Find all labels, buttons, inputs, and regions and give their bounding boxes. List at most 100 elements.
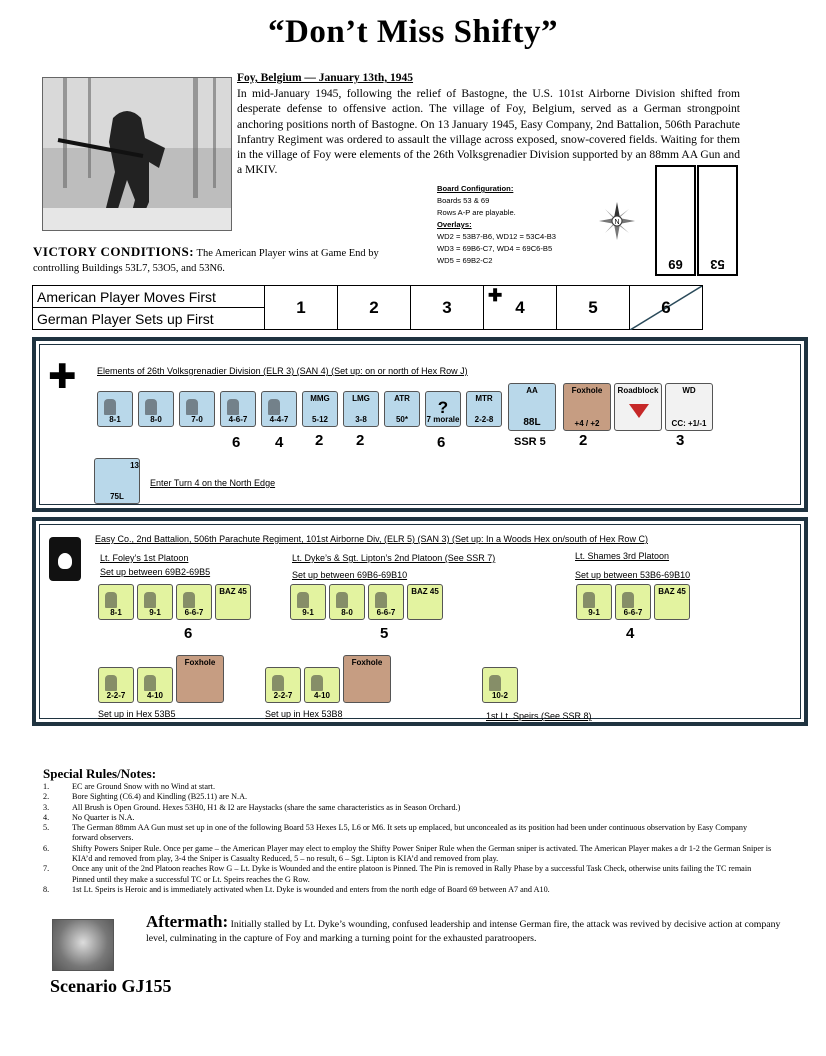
counter-leader: 8-0 [138,391,174,427]
platoon-setup: Set up between 69B2-69B5 [100,567,211,577]
victory-text: The American Player wins at Game End by … [33,248,379,274]
counter-quantity: 3 [676,432,685,449]
overlay-line: WD2 = 53B7-B6, WD12 = 53C4-B3 [437,232,557,241]
victory-label: VICTORY CONDITIONS: [33,244,195,259]
group-setup: Set up in Hex 53B5 [98,709,176,719]
counter-half-squad: 2-2-7 [98,667,134,703]
american-header: Easy Co., 2nd Battalion, 506th Parachute… [95,534,648,544]
counter-quantity: 6 [232,434,241,451]
counter-squad: 4-4-7 [261,391,297,427]
turn-cell-reinforcement: ✚ 4 [483,285,557,330]
counter-roadblock: Roadblock [614,383,662,431]
aftermath-text: Initially stalled by Lt. Dyke’s wounding… [146,919,781,944]
special-rules-list: 1.EC are Ground Snow with no Wind at sta… [43,782,773,895]
board-config-heading: Board Configuration: [437,184,514,193]
rule-item: 6.Shifty Powers Sniper Rule. Once per ga… [43,843,772,864]
rule-item: 2.Bore Sighting (C6.4) and Kindling (B25… [43,792,248,802]
platoon-name: Lt. Foley’s 1st Platoon [100,553,189,563]
turn-number: 4 [515,297,525,317]
counter-squad: 6-6-7 [368,584,404,620]
american-forces-panel: Easy Co., 2nd Battalion, 506th Parachute… [32,517,808,726]
counter-quantity: SSR 5 [514,436,546,448]
turn-cell-half: 6 [629,285,703,330]
intro-text: In mid-January 1945, following the relie… [237,87,740,177]
reinforcement-cross-icon: ✚ [488,286,503,305]
overlay-line: WD3 = 69B6-C7, WD4 = 69C6-B5 [437,244,553,253]
turn-cell: 3 [410,285,484,330]
board-config-line: Rows A-P are playable. [437,208,516,217]
counter-mmg: 4-10 [137,667,173,703]
counter-leader-speirs: 10-2 [482,667,518,703]
counter-leader: 9-1 [290,584,326,620]
counter-squad: 4-6-7 [220,391,256,427]
counter-half-squad: 2-2-7 [265,667,301,703]
counter-leader: 9-1 [137,584,173,620]
turn-record-track: American Player Moves First 1 2 3 ✚ 4 5 … [32,285,703,330]
turn-cell: 1 [264,285,338,330]
turn-cell: 2 [337,285,411,330]
counter-leader: 7-0 [179,391,215,427]
airborne-eagle-icon [49,537,81,581]
counter-sniper: ?7 morale [425,391,461,427]
rule-item: 5.The German 88mm AA Gun must set up in … [43,823,748,843]
platoon-name: Lt. Dyke’s & Sgt. Lipton’s 2nd Platoon (… [292,553,496,563]
counter-bazooka: BAZ 45 [215,584,251,620]
counter-squad: 6-6-7 [176,584,212,620]
scenario-title: “Don’t Miss Shifty” [267,14,559,50]
counter-quantity: 2 [579,432,588,449]
aftermath-portrait [52,919,114,971]
counter-mkiv-tank: 13 75L [94,458,140,504]
rule-item: 4.No Quarter is N.A. [43,812,135,822]
platoon-setup: Set up between 53B6-69B10 [575,570,691,580]
counter-quantity: 6 [437,434,446,451]
counter-leader: 8-1 [98,584,134,620]
counter-quantity: 5 [380,625,389,642]
rule-item: 3.All Brush is Open Ground. Hexes 53H0, … [43,802,461,812]
map-board-53: 53 [697,165,738,276]
group-setup: Set up in Hex 53B8 [265,709,343,719]
setup-first-label: German Player Sets up First [32,307,265,330]
counter-leader: 8-1 [97,391,133,427]
svg-text:N: N [614,219,619,226]
map-board-69: 69 [655,165,696,276]
counter-leader: 9-1 [576,584,612,620]
counter-foxhole: Foxhole [343,655,391,703]
map-board-label: 53 [710,257,725,272]
rule-item: 8.1st Lt. Speirs is Heroic and is immedi… [43,884,550,894]
german-header: Elements of 26th Volksgrenadier Division… [97,366,468,376]
turn-cell: 5 [556,285,630,330]
compass-rose-icon: N [597,200,637,242]
counter-bazooka: BAZ 45 [654,584,690,620]
panel-border [39,344,801,505]
aftermath-label: Aftermath: [146,912,229,931]
rule-item: 7.Once any unit of the 2nd Platoon reach… [43,864,752,884]
overlay-line: WD5 = 69B2-C2 [437,256,493,265]
board-configuration: Board Configuration: Boards 53 & 69 Rows… [437,183,556,267]
german-forces-panel: ✚ Elements of 26th Volksgrenadier Divisi… [32,337,808,512]
platoon-setup: Set up between 69B6-69B10 [292,570,408,580]
first-move-label: American Player Moves First [32,285,265,308]
aftermath: Aftermath: Initially stalled by Lt. Dyke… [146,912,782,946]
counter-quantity: 4 [275,434,284,451]
panel-border [39,524,801,719]
reinforcement-note: Enter Turn 4 on the North Edge [150,478,276,488]
counter-foxhole: Foxhole [176,655,224,703]
counter-mmg: 4-10 [304,667,340,703]
counter-leader: 8-0 [329,584,365,620]
counter-squad: 6-6-7 [615,584,651,620]
counter-bazooka: BAZ 45 [407,584,443,620]
victory-conditions: VICTORY CONDITIONS: The American Player … [33,244,393,276]
soldier-photo [42,77,232,231]
intro-heading: Foy, Belgium — January 13th, 1945 [237,72,414,84]
counter-quantity: 2 [315,432,324,449]
counter-foxhole: Foxhole+4 / +2 [563,383,611,431]
german-cross-icon: ✚ [48,359,77,396]
overlays-label: Overlays: [437,220,472,229]
counter-quantity: 6 [184,625,193,642]
counter-quantity: 2 [356,432,365,449]
